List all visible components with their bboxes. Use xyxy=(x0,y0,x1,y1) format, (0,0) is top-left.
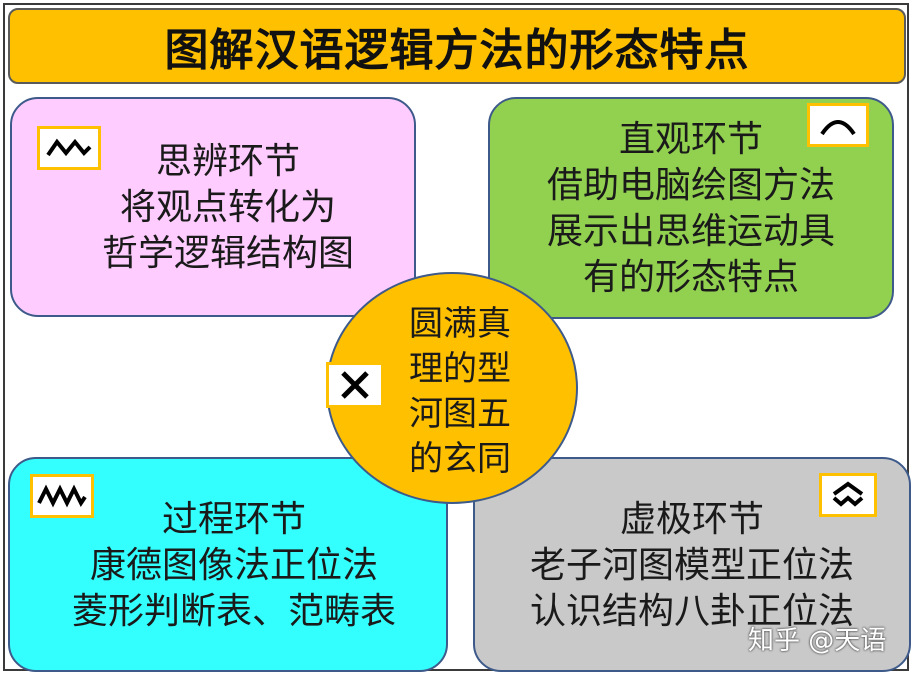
box-thinking-stage: 思辨环节 将观点转化为 哲学逻辑结构图 xyxy=(10,97,416,317)
box-line: 有的形态特点 xyxy=(582,257,799,298)
box-line: 老子河图模型正位法 xyxy=(529,545,854,586)
box-line: 认识结构八卦正位法 xyxy=(529,591,854,632)
diagram-title: 图解汉语逻辑方法的形态特点 xyxy=(8,8,906,84)
arch-icon xyxy=(807,103,869,147)
box-intuitive-stage: 直观环节 借助电脑绘图方法 展示出思维运动具 有的形态特点 xyxy=(488,97,894,319)
double-chevron-icon xyxy=(819,473,877,517)
box-line: 展示出思维运动具 xyxy=(546,211,835,252)
center-line: 理的型 xyxy=(409,349,511,389)
box-heading: 思辨环节 xyxy=(155,141,300,182)
center-line: 圆满真 xyxy=(409,304,511,344)
box-heading: 过程环节 xyxy=(161,499,306,540)
box-line: 借助电脑绘图方法 xyxy=(546,165,835,206)
box-heading: 虚极环节 xyxy=(619,499,764,540)
center-line: 的玄同 xyxy=(409,439,511,479)
zigzag-mm-icon xyxy=(30,474,94,518)
box-line: 康德图像法正位法 xyxy=(89,545,378,586)
watermark: 知乎 @天语 xyxy=(748,626,887,656)
box-line: 菱形判断表、范畴表 xyxy=(71,591,396,632)
box-heading: 直观环节 xyxy=(618,119,763,160)
box-line: 将观点转化为 xyxy=(119,187,336,228)
center-line: 河图五 xyxy=(409,394,511,434)
diagram-frame xyxy=(3,3,909,671)
cross-icon xyxy=(326,362,384,408)
zigzag-m-icon xyxy=(37,126,101,170)
box-line: 哲学逻辑结构图 xyxy=(101,233,354,274)
